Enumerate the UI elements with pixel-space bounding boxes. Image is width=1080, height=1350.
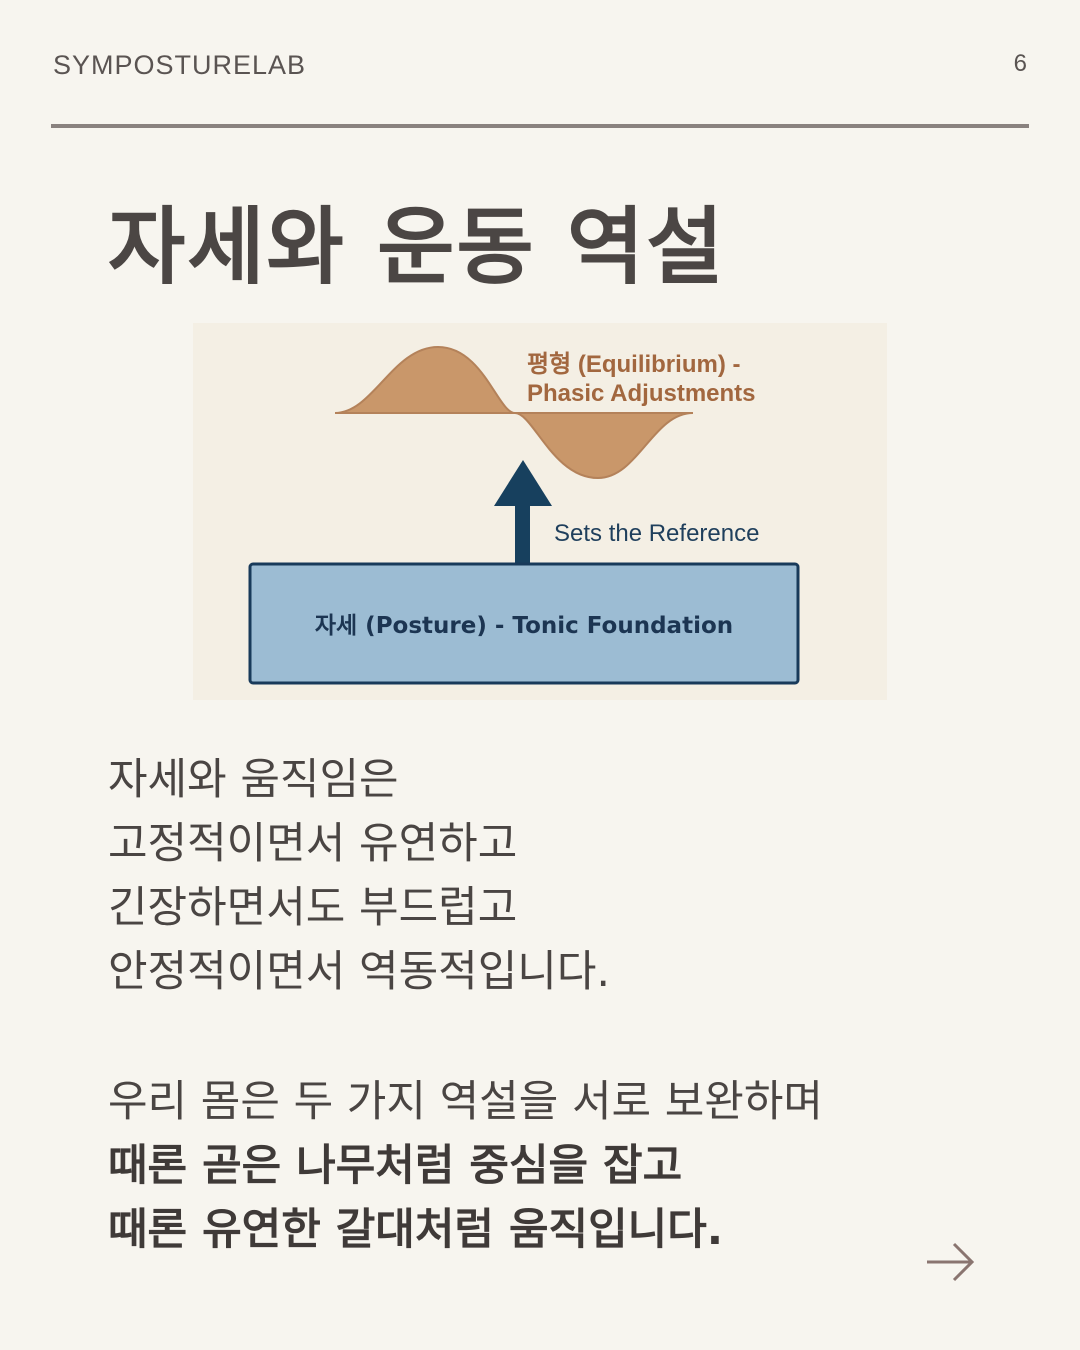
body-line: 우리 몸은 두 가지 역설을 서로 보완하며 <box>108 1077 823 1127</box>
body-line: 안정적이면서 역동적입니다. <box>108 947 611 997</box>
posture-box <box>248 562 800 685</box>
header-divider <box>51 124 1029 128</box>
posture-box-label: 자세 (Posture) - Tonic Foundation <box>315 613 733 639</box>
next-button[interactable] <box>922 1238 978 1286</box>
brand-name: SYMPOSTURELAB <box>53 50 307 80</box>
body-line: 고정적이면서 유연하고 <box>108 819 518 869</box>
equilibrium-label-line1: 평형 (Equilibrium) - <box>527 351 740 378</box>
body-line-bold: 때론 곧은 나무처럼 중심을 잡고 <box>108 1141 683 1191</box>
equilibrium-wave <box>334 345 694 480</box>
page-title: 자세와 운동 역설 <box>108 198 726 296</box>
body-line: 자세와 움직임은 <box>108 755 399 805</box>
arrow-up-icon <box>494 460 552 565</box>
body-line: 긴장하면서도 부드럽고 <box>108 883 518 933</box>
arrow-label: Sets the Reference <box>554 520 759 547</box>
posture-diagram: 평형 (Equilibrium) - Phasic Adjustments Se… <box>193 323 887 700</box>
equilibrium-label-line2: Phasic Adjustments <box>527 380 756 407</box>
body-text: 자세와 움직임은 고정적이면서 유연하고 긴장하면서도 부드럽고 안정적이면서 … <box>108 748 1008 1262</box>
arrow-right-icon <box>927 1242 975 1282</box>
page-number: 6 <box>1013 50 1027 77</box>
paragraph-gap <box>108 1004 1008 1070</box>
body-line-bold: 때론 유연한 갈대처럼 움직입니다. <box>108 1205 724 1255</box>
